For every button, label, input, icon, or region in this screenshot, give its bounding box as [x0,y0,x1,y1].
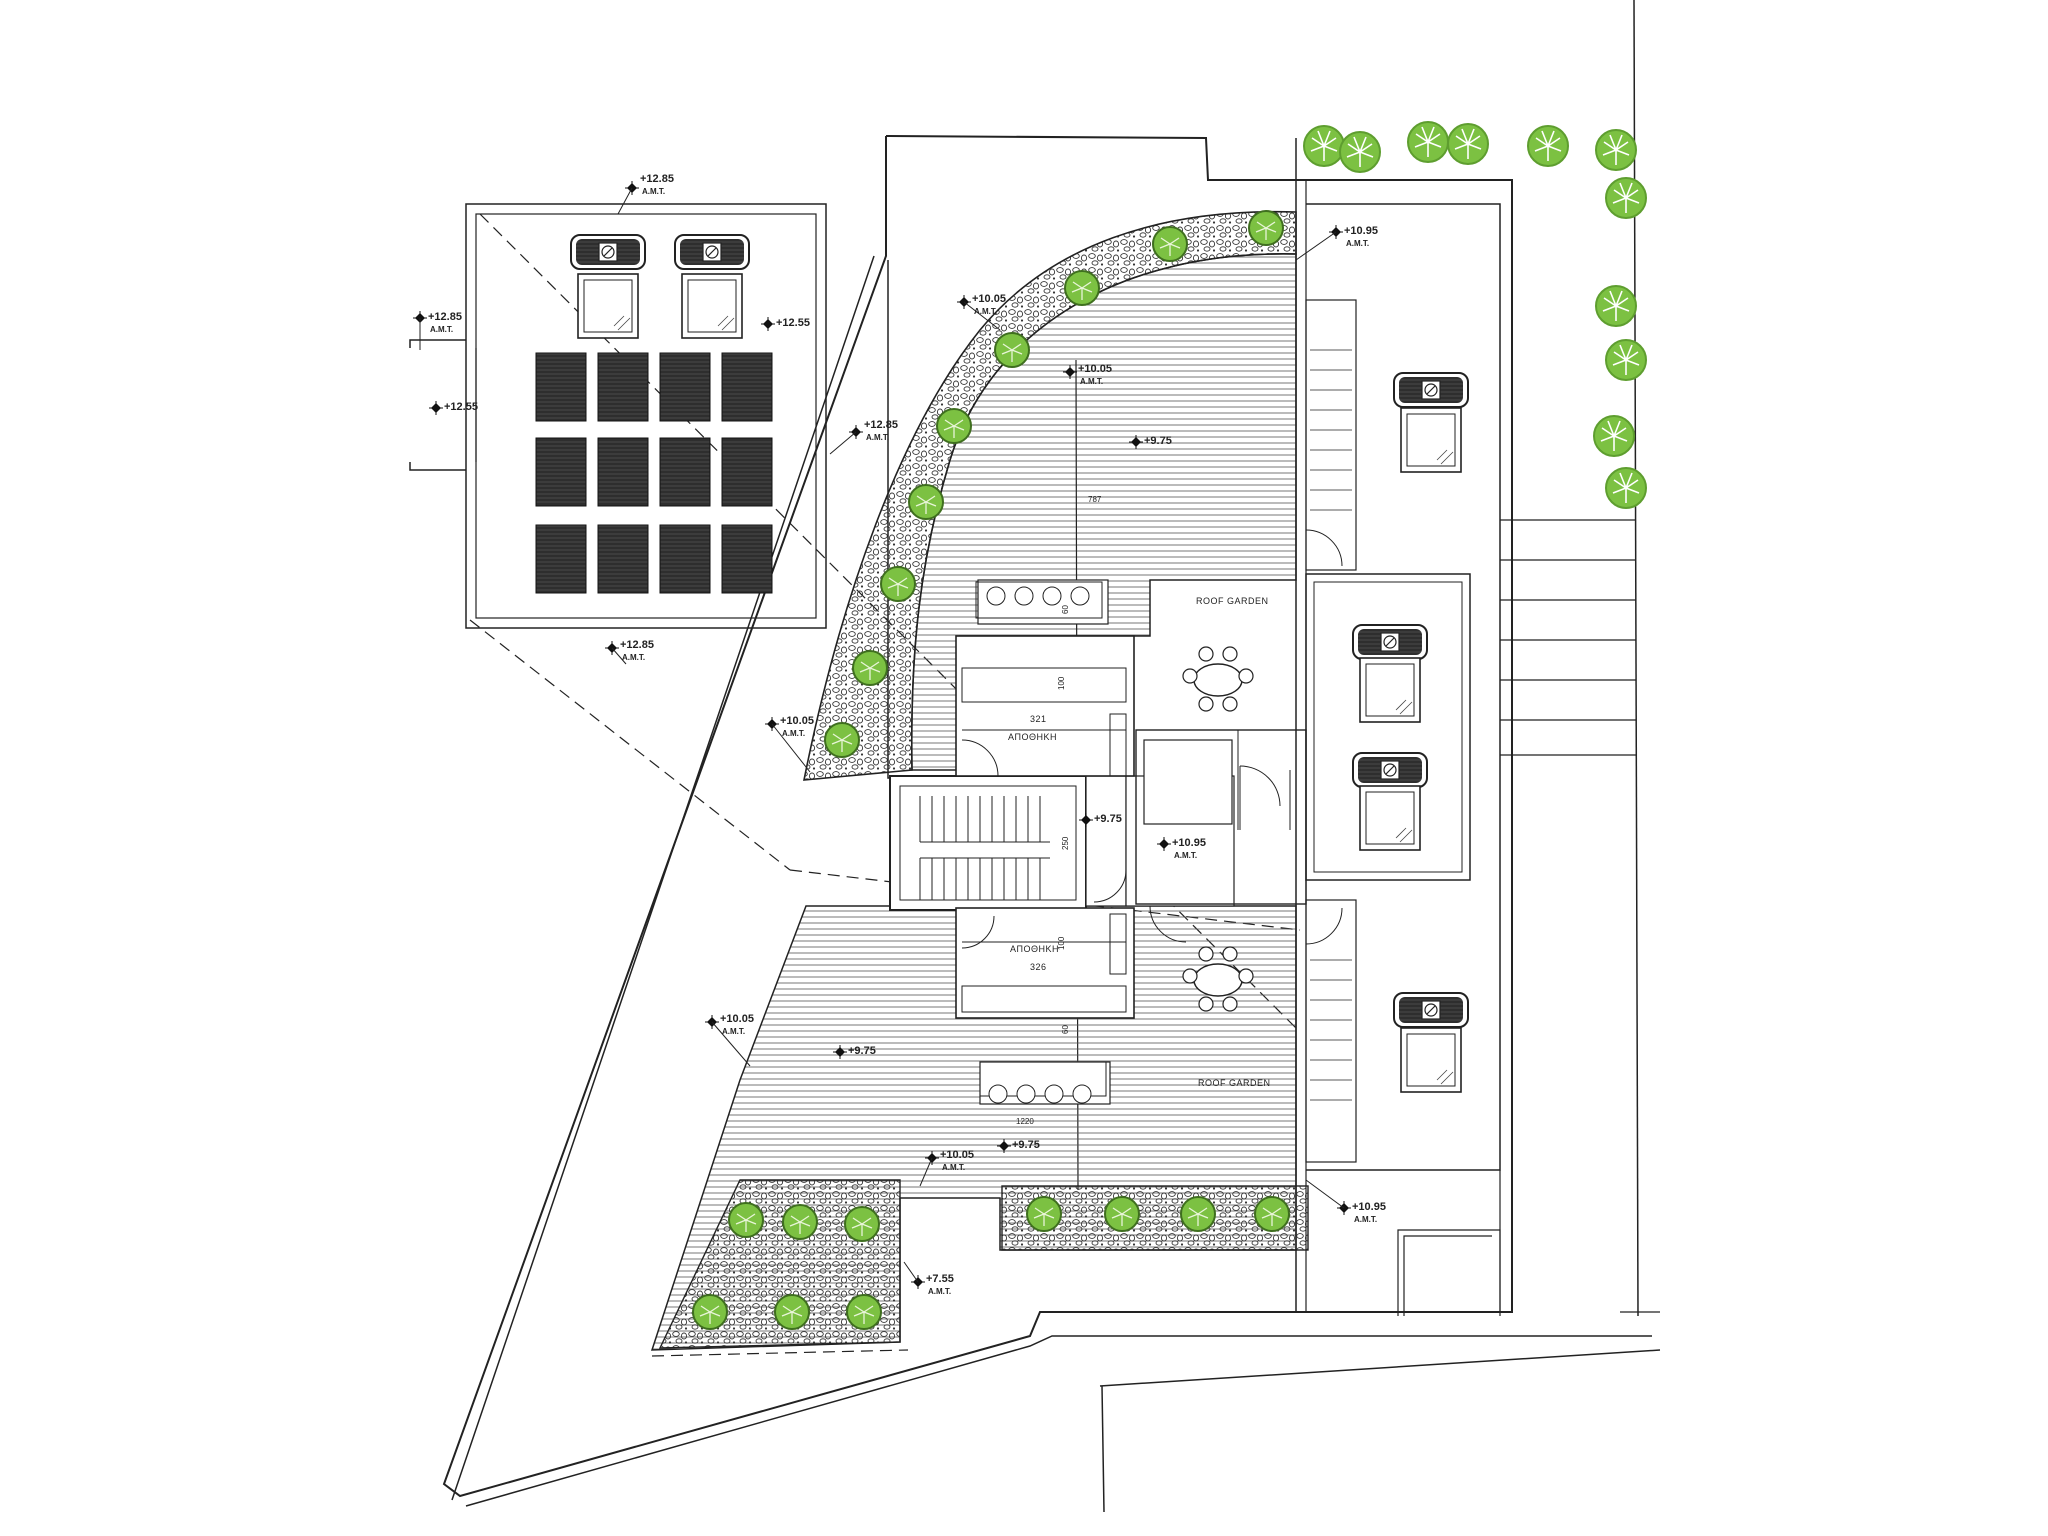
amt-label: A.M.T. [942,1163,965,1172]
amt-label: A.M.T. [1080,377,1103,386]
leader-lines [419,187,1345,1283]
amt-label: A.M.T. [642,187,665,196]
dimension-250: 250 [1061,836,1070,850]
level-label: +10.95 [1344,225,1378,237]
amt-label: A.M.T. [722,1027,745,1036]
amt-label: A.M.T. [1174,851,1197,860]
room-number-326: 326 [1030,962,1047,972]
central-core [889,739,1235,943]
storage-label-upper: ΑΠΟΘΗΚΗ [1008,732,1057,742]
roof-garden-label-lower: ROOF GARDEN [1198,1078,1271,1088]
level-label: +12.85 [864,419,898,431]
amt-label: A.M.T. [1346,239,1369,248]
garden-benches [975,581,1107,1104]
ac-units-east [1352,372,1469,1093]
amt-label: A.M.T. [430,325,453,334]
roof-garden-label-upper: ROOF GARDEN [1196,596,1269,606]
level-label: +9.75 [1094,813,1122,825]
level-label: +10.05 [940,1149,974,1161]
level-label: +12.55 [776,317,810,329]
level-label: +12.85 [428,311,462,323]
room-number-321: 321 [1030,714,1047,724]
external-steps [1500,519,1636,756]
amt-label: A.M.T. [866,433,889,442]
storage-rooms [955,579,1135,1105]
dimension-labels: 787 1220 100 100 60 60 250 [1016,495,1102,1126]
amt-label: A.M.T. [974,307,997,316]
amt-label: A.M.T. [928,1287,951,1296]
level-label: +9.75 [1144,435,1172,447]
dimension-100: 100 [1057,936,1066,950]
level-label: +10.05 [780,715,814,727]
ac-units-upper [570,234,750,339]
storage-label-lower: ΑΠΟΘΗΚΗ [1010,944,1059,954]
dimension-100: 100 [1057,676,1066,690]
level-label: +10.05 [972,293,1006,305]
level-label: +12.55 [444,401,478,413]
level-label: +10.05 [720,1013,754,1025]
solar-panel-array [535,352,773,594]
level-label: +12.85 [620,639,654,651]
room-labels: ΑΠΟΘΗΚΗ 321 ΑΠΟΘΗΚΗ 326 ROOF GARDEN ROOF… [1008,596,1271,1088]
amt-label: A.M.T. [1354,1215,1377,1224]
amt-label: A.M.T. [622,653,645,662]
site-boundary [442,0,1661,1513]
dimension-60: 60 [1061,605,1070,614]
east-perimeter-trees [1593,285,1647,509]
level-labels: +12.85 A.M.T. +12.85 A.M.T. +12.55 +12.5… [428,173,1386,1296]
level-label: +12.85 [640,173,674,185]
level-label: +10.95 [1352,1201,1386,1213]
level-label: +10.05 [1078,363,1112,375]
level-label: +10.95 [1172,837,1206,849]
dimension-1220: 1220 [1016,1117,1034,1126]
east-wing [1305,299,1471,1163]
amt-label: A.M.T. [782,729,805,738]
dimension-787: 787 [1088,495,1102,504]
level-label: +9.75 [1012,1139,1040,1151]
level-label: +9.75 [848,1045,876,1057]
level-label: +7.55 [926,1273,954,1285]
dimension-60: 60 [1061,1025,1070,1034]
